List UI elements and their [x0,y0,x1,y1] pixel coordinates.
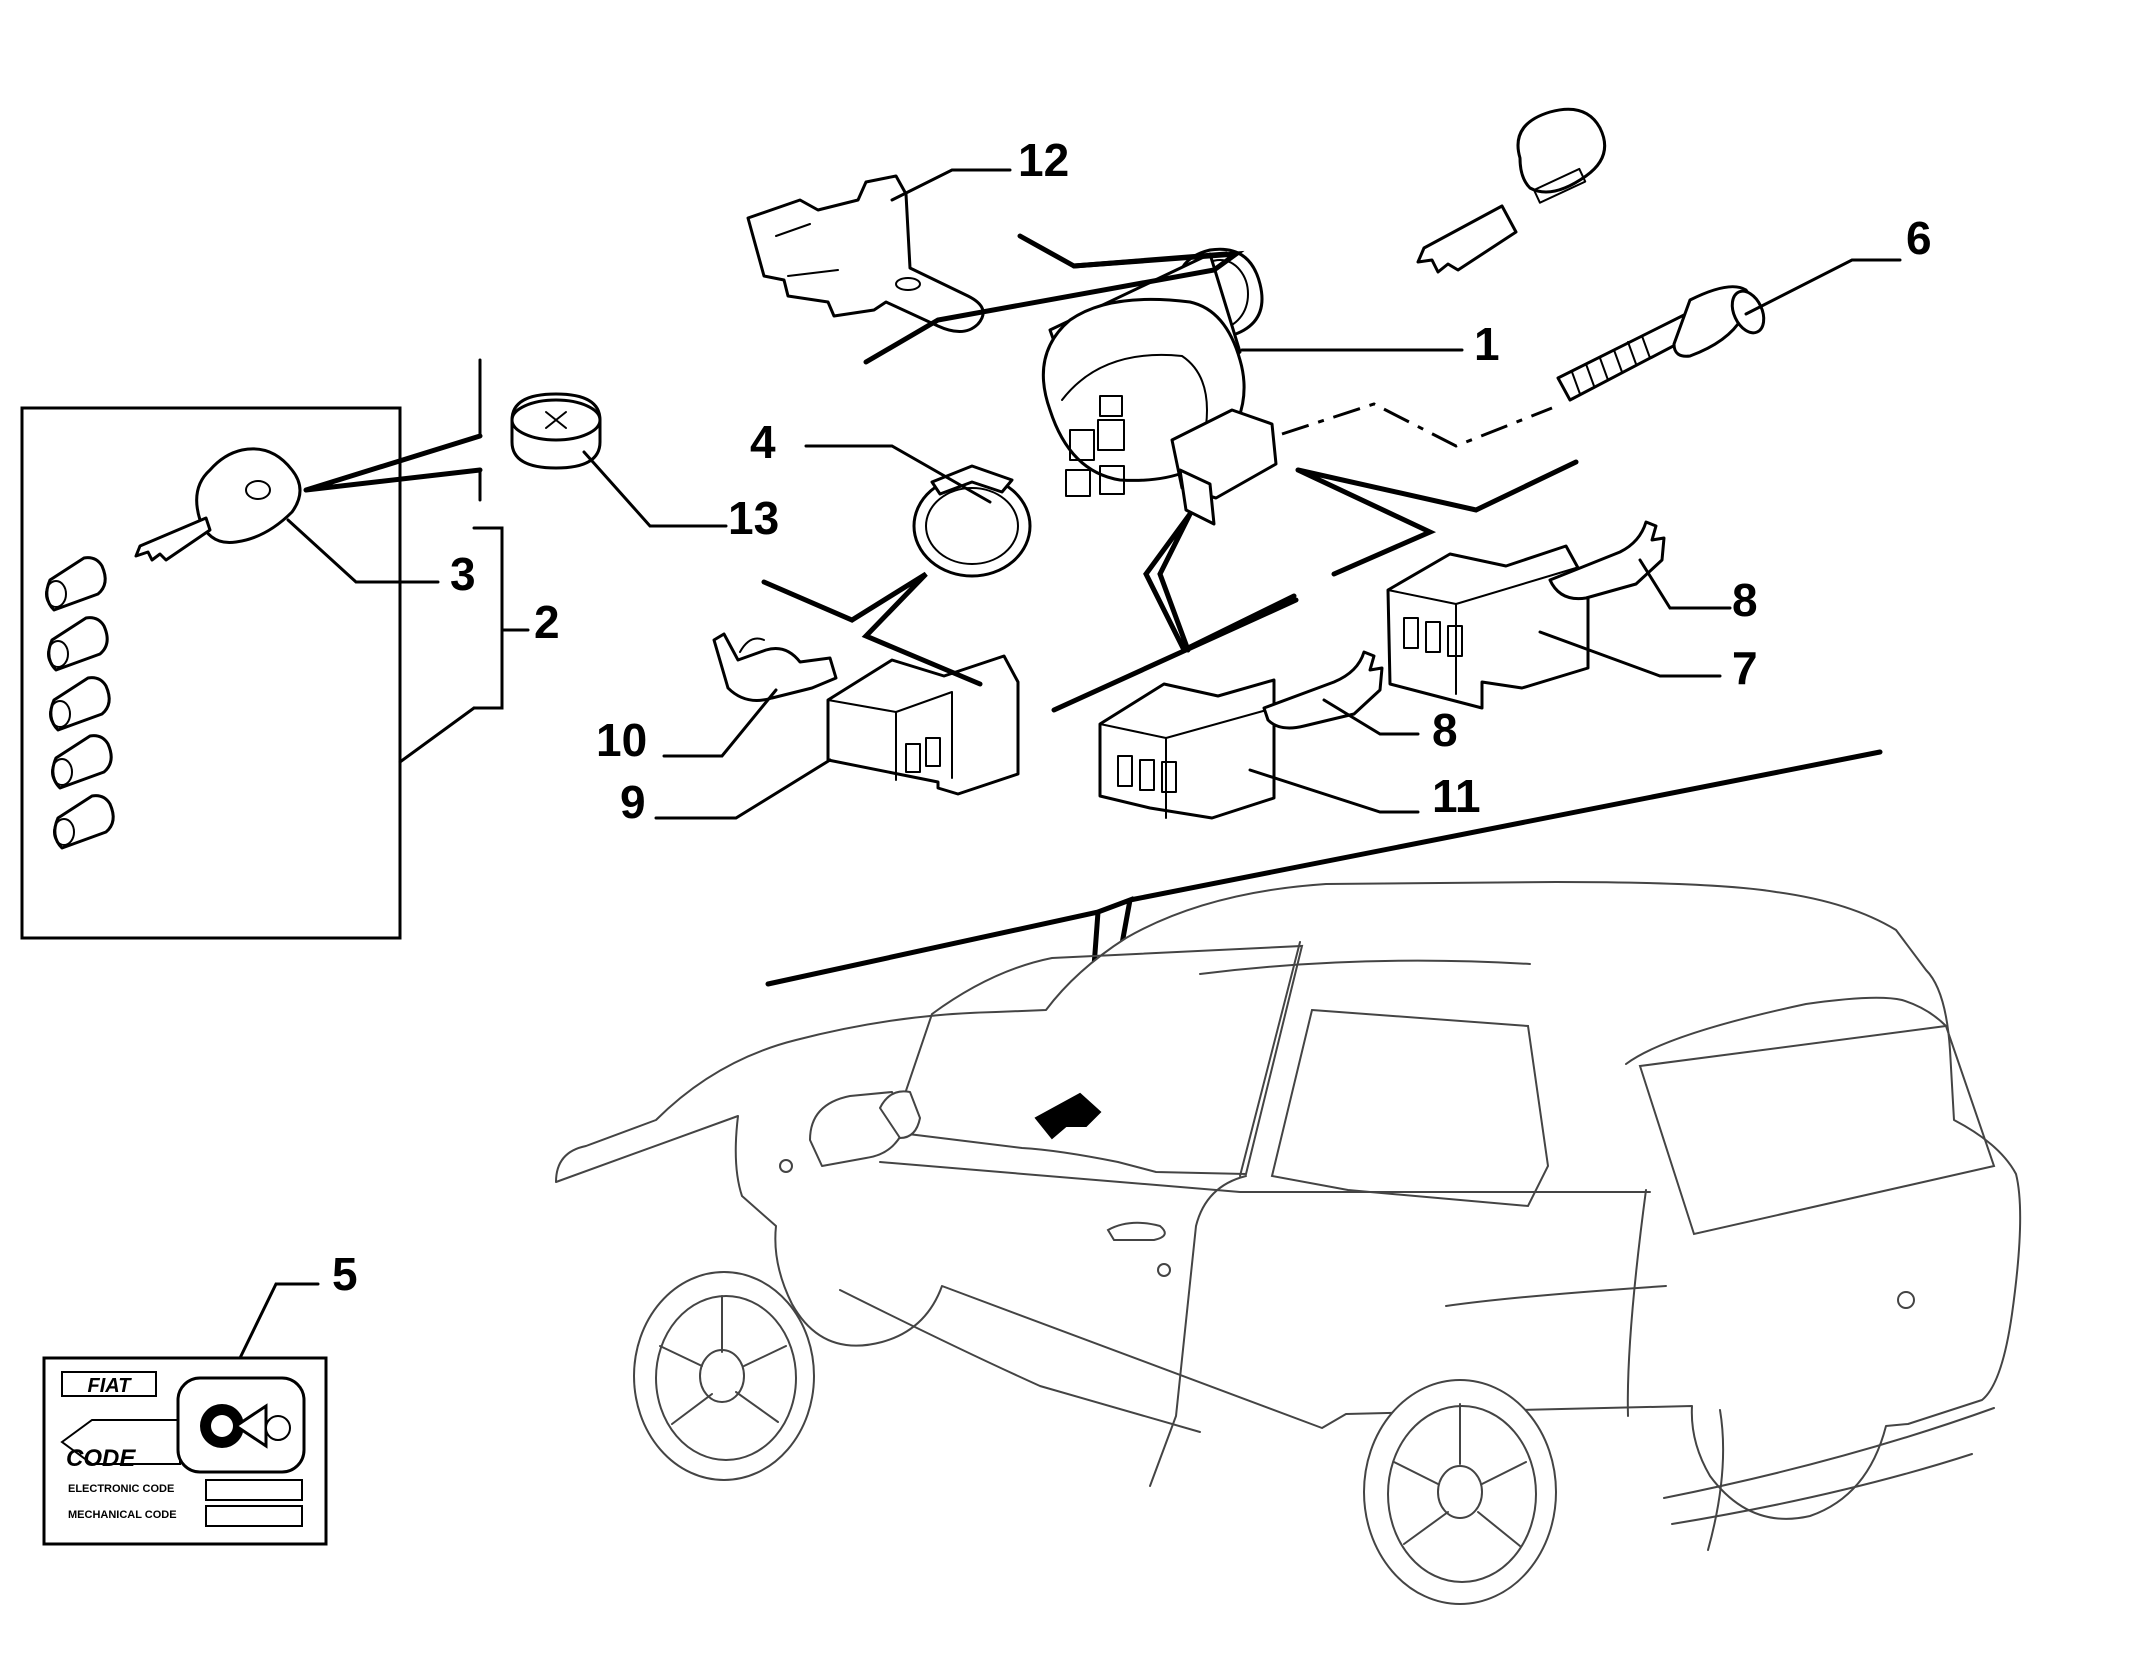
shear-bolt-icon [1556,285,1766,402]
ignition-location-marker [1034,1092,1102,1140]
callout-10: 10 [596,714,647,766]
lock-cylinder-icon [51,734,113,790]
callout-1: 1 [1474,318,1500,370]
assembly-wedge-lines [303,433,483,493]
terminal-icon [1262,650,1384,730]
key-icon [134,447,302,562]
mechanical-code-field [205,1505,303,1527]
callout-3: 3 [450,548,476,600]
callout-8-middle: 8 [1432,704,1458,756]
lock-cylinder-icon [47,616,109,672]
callout-8-right: 8 [1732,574,1758,626]
terminal-icon [1548,520,1666,601]
callout-2: 2 [534,596,560,648]
electronic-code-field [205,1479,303,1501]
terminal-icon [712,632,838,702]
connector-icon [1098,678,1276,820]
code-card: FIAT CODE ELECTRONIC CODE MECHANICAL COD… [42,1356,328,1546]
callout-4: 4 [750,416,776,468]
callout-13: 13 [728,492,779,544]
key-icon [1416,107,1607,274]
lock-cylinder-icon [45,556,107,612]
connector-icon [1386,544,1590,710]
callout-12: 12 [1018,134,1069,186]
ignition-lock-icon [1041,247,1278,526]
key-set-box [20,406,504,940]
callout-7: 7 [1732,642,1758,694]
callout-leaders [238,168,1902,1360]
callout-5: 5 [332,1248,358,1300]
card-title: CODE [66,1445,136,1472]
mounting-bracket-icon [746,174,985,333]
lock-cylinder-icon [53,794,115,850]
connector-icon [826,654,1020,796]
lock-cylinder-icon [49,676,111,732]
car-outline [555,881,2022,1605]
callout-9: 9 [620,776,646,828]
callout-labels: 1 2 3 4 5 6 7 8 8 9 10 11 12 13 [332,134,1932,1300]
callout-6: 6 [1906,212,1932,264]
battery-cap-icon [510,392,602,470]
electronic-code-label: ELECTRONIC CODE [68,1483,174,1495]
callout-11: 11 [1432,770,1481,822]
mechanical-code-label: MECHANICAL CODE [68,1509,177,1521]
brand-logo-text: FIAT [88,1375,133,1397]
transponder-ring-icon [912,464,1032,578]
